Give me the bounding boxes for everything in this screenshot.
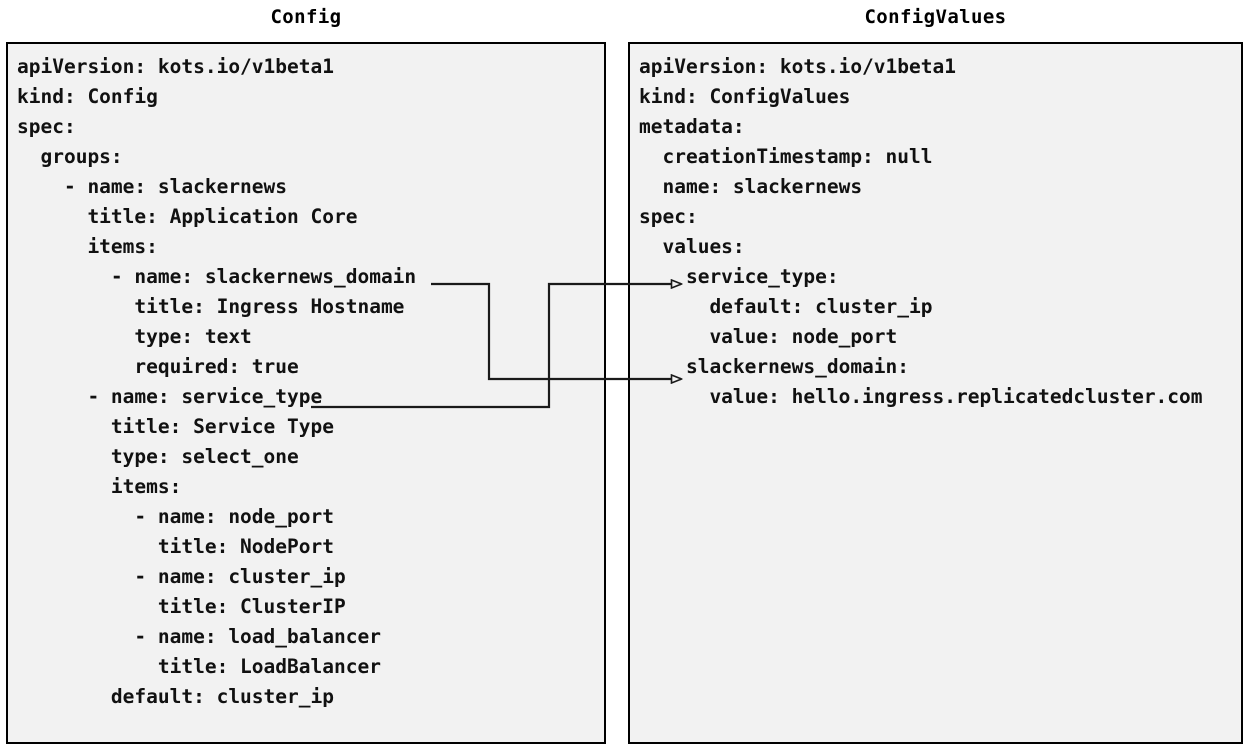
config-yaml-line: groups: (17, 145, 123, 168)
config-yaml-line: title: Service Type (17, 415, 334, 438)
configvalues-panel: apiVersion: kots.io/v1beta1 kind: ConfigV… (628, 42, 1243, 744)
config-yaml-line: title: Ingress Hostname (17, 295, 405, 318)
config-yaml-line: title: ClusterIP (17, 595, 346, 618)
configvalues-panel-title: ConfigValues (864, 6, 1007, 28)
configvalues-yaml-line: apiVersion: kots.io/v1beta1 (639, 55, 956, 78)
config-yaml-line: apiVersion: kots.io/v1beta1 (17, 55, 334, 78)
config-panel-title: Config (270, 6, 342, 28)
config-yaml-block: apiVersion: kots.io/v1beta1 kind: Config s… (17, 52, 602, 740)
config-yaml-line: - name: slackernews (17, 175, 288, 198)
configvalues-yaml-line: values: (639, 235, 745, 258)
configvalues-yaml-line: metadata: (639, 115, 745, 138)
configvalues-yaml-line: slackernews_domain: (639, 355, 910, 378)
config-yaml-line: - name: load_balancer (17, 625, 381, 648)
config-yaml-line: type: text (17, 325, 252, 348)
config-yaml-line: spec: (17, 115, 76, 138)
config-yaml-line: - name: node_port (17, 505, 334, 528)
configvalues-yaml-line: value: node_port (639, 325, 898, 348)
config-yaml-line: default: cluster_ip (17, 685, 334, 708)
configvalues-yaml-line: service_type: (639, 265, 839, 288)
config-yaml-line: items: (17, 475, 182, 498)
configvalues-yaml-line: spec: (639, 205, 698, 228)
config-yaml-line: kind: Config (17, 85, 158, 108)
configvalues-yaml-line: creationTimestamp: null (639, 145, 933, 168)
configvalues-yaml-line: name: slackernews (639, 175, 863, 198)
config-yaml-line: title: NodePort (17, 535, 334, 558)
configvalues-yaml-line: kind: ConfigValues (639, 85, 851, 108)
config-yaml-line: required: true (17, 355, 299, 378)
config-yaml-line: title: Application Core (17, 205, 358, 228)
config-yaml-line: - name: cluster_ip (17, 565, 346, 588)
config-yaml-line: type: select_one (17, 445, 299, 468)
configvalues-yaml-line: default: cluster_ip (639, 295, 933, 318)
configvalues-yaml-line: value: hello.ingress.replicatedcluster.c… (639, 385, 1203, 408)
configvalues-yaml-block: apiVersion: kots.io/v1beta1 kind: ConfigV… (639, 52, 1239, 740)
config-yaml-line: title: LoadBalancer (17, 655, 381, 678)
config-yaml-line: items: (17, 235, 158, 258)
config-yaml-line: - name: slackernews_domain (17, 265, 417, 288)
config-yaml-line: - name: service_type (17, 385, 323, 408)
config-panel: apiVersion: kots.io/v1beta1 kind: Config s… (6, 42, 606, 744)
